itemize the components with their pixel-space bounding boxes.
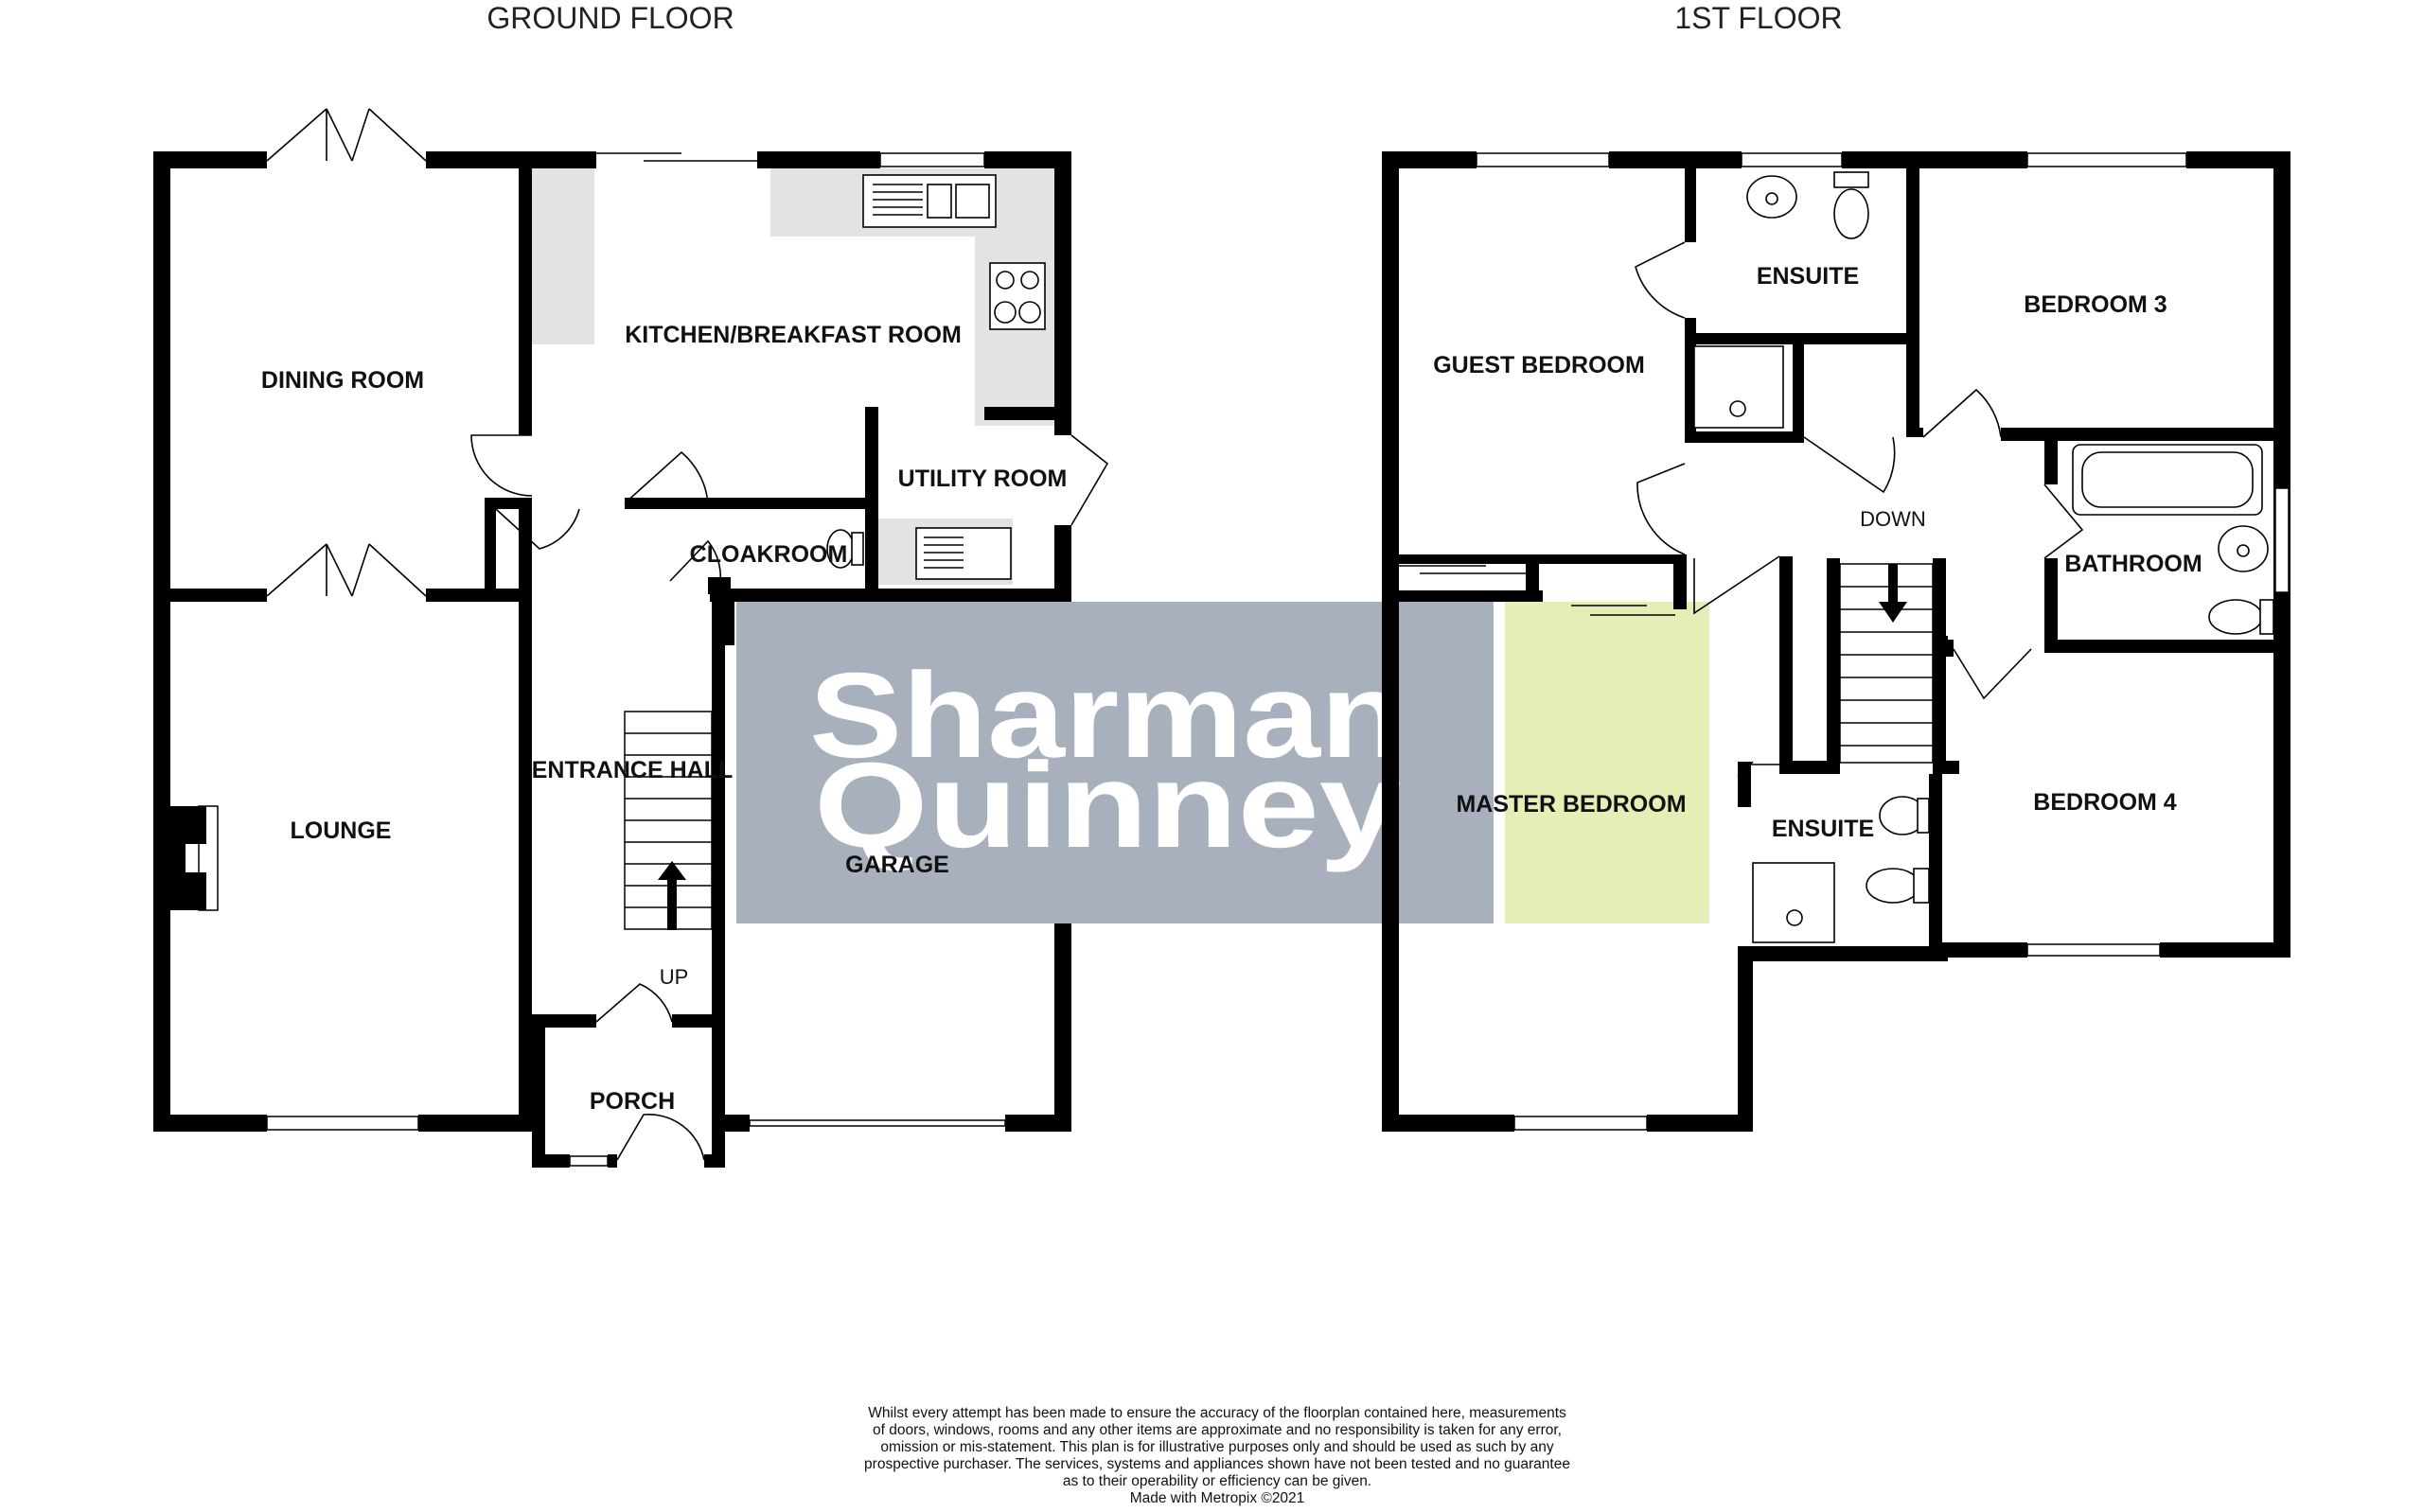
ensuite-toilet (1833, 188, 1869, 239)
ensuite-toilet-cistern (1833, 171, 1869, 188)
dining-room-label: DINING ROOM (261, 367, 424, 394)
watermark-line-1: Sharman (809, 648, 1406, 783)
stairs-down (1839, 563, 1934, 764)
ensuite-2-toilet (1866, 868, 1920, 904)
disclaimer: Whilst every attempt has been made to en… (864, 1405, 1570, 1506)
master-bedroom-label: MASTER BEDROOM (1456, 791, 1686, 818)
disclaimer-line: prospective purchaser. The services, sys… (864, 1456, 1570, 1472)
stairs-up (624, 711, 713, 930)
utility-sink (915, 527, 1012, 580)
disclaimer-line: omission or mis-statement. This plan is … (880, 1439, 1554, 1455)
lounge-window (266, 1116, 419, 1131)
ensuite-bottom-label: ENSUITE (1772, 816, 1874, 842)
disclaimer-line: as to their operability or efficiency ca… (1063, 1473, 1371, 1489)
kitchen-counter-left (532, 168, 594, 344)
watermark: Sharman Quinney (736, 602, 1709, 923)
watermark-accent (1505, 602, 1709, 923)
ground-floor-plan: DINING ROOM KITCHEN/BREAKFAST ROOM UTILI… (153, 108, 1109, 1168)
garage-label: GARAGE (845, 852, 949, 878)
credit-text: Made with Metropix ©2021 (1130, 1490, 1305, 1506)
kitchen-window (879, 152, 985, 167)
first-floor-title: 1ST FLOOR (1674, 1, 1842, 35)
guest-bedroom-label: GUEST BEDROOM (1433, 352, 1645, 378)
bedroom-3-window (2026, 152, 2187, 167)
disclaimer-line: Whilst every attempt has been made to en… (868, 1405, 1566, 1421)
disclaimer-line: of doors, windows, rooms and any other i… (873, 1422, 1562, 1438)
stairs-down-label: DOWN (1860, 507, 1926, 531)
bathroom-window (2274, 487, 2290, 593)
bedroom-4-label: BEDROOM 4 (2033, 789, 2177, 816)
ensuite-2-shower (1752, 862, 1835, 943)
entrance-hall-label: ENTRANCE HALL (532, 757, 734, 783)
ensuite-top-label: ENSUITE (1757, 263, 1859, 290)
cloakroom-label: CLOAKROOM (690, 541, 848, 568)
porch-window (569, 1155, 609, 1167)
ensuite-window (1741, 152, 1843, 167)
guest-bedroom-window (1476, 152, 1610, 167)
lounge-label: LOUNGE (291, 818, 392, 844)
stairs-up-label: UP (660, 965, 689, 989)
bathroom-toilet (2208, 599, 2263, 635)
watermark-line-2: Quinney (814, 738, 1401, 873)
bedroom-4-window (2026, 943, 2161, 957)
porch-label: PORCH (590, 1088, 675, 1115)
ground-floor-title: GROUND FLOOR (486, 1, 734, 35)
bathroom-label: BATHROOM (2064, 551, 2202, 577)
bedroom-3-label: BEDROOM 3 (2024, 291, 2167, 318)
first-floor-plan: GUEST BEDROOM ENSUITE BEDROOM 3 BATHROOM… (1382, 151, 2290, 1132)
utility-room-label: UTILITY ROOM (898, 466, 1068, 492)
kitchen-label: KITCHEN/BREAKFAST ROOM (625, 322, 962, 348)
watermark-box (736, 602, 1494, 923)
garage-door (749, 1119, 1006, 1127)
master-bedroom-window (1513, 1116, 1648, 1131)
